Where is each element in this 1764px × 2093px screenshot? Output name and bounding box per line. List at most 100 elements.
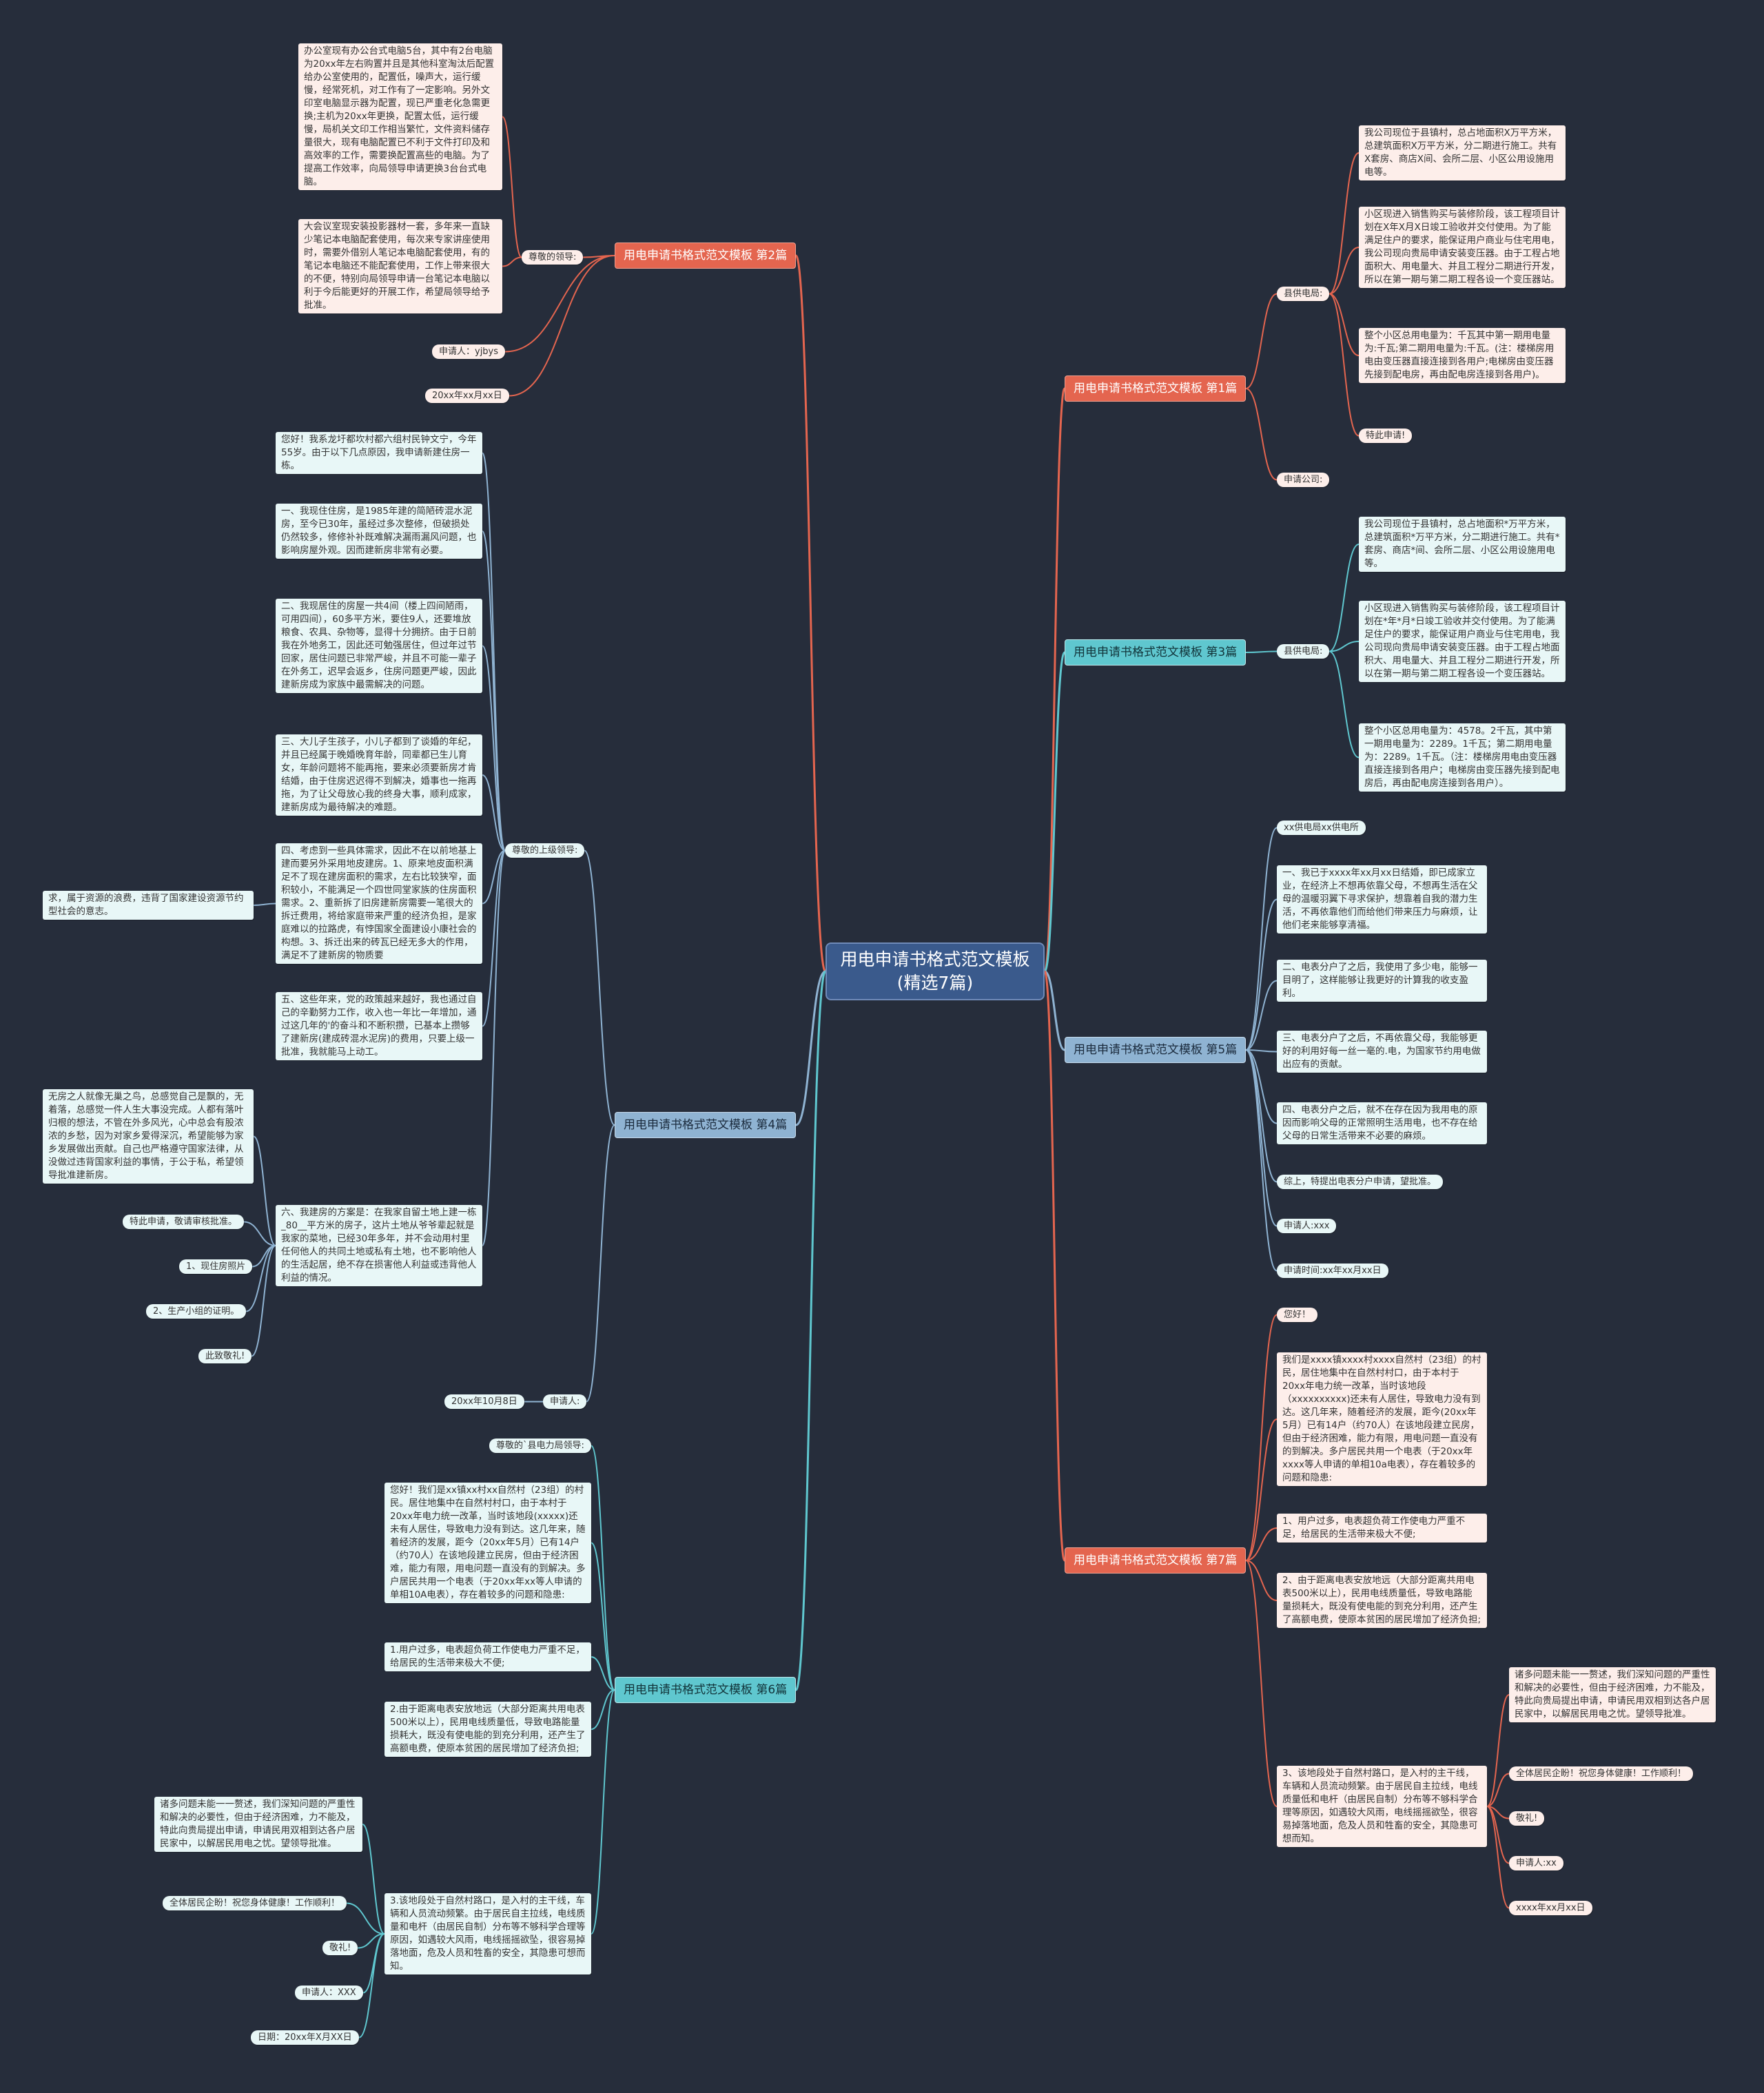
connector-b5t-b5s (1245, 827, 1278, 1051)
branch-1-paragraph-1[interactable]: 我公司现位于县镇村，总占地面积X万平方米，总建筑面积X万平方米，分二期进行施工。… (1359, 125, 1566, 181)
branch-2-paragraph-1[interactable]: 办公室现有办公台式电脑5台，其中有2台电脑为20xx年左右购置并且是其他科室淘汰… (298, 43, 502, 190)
branch-6-paragraph-5[interactable]: 诸多问题未能一一赘述，我们深知问题的严重性和解决的必要性，但由于经济困难，力不能… (154, 1797, 362, 1852)
branch-2-title[interactable]: 用电申请书格式范文模板 第2篇 (615, 243, 797, 269)
connector-b7t-b7g (1245, 1314, 1278, 1561)
branch-3-greeting[interactable]: 县供电局: (1277, 644, 1330, 659)
branch-6-paragraph-1[interactable]: 您好！我们是xx镇xx村xx自然村（23组）的村民。居住地集中在自然村村口，由于… (384, 1483, 591, 1603)
branch-3-title[interactable]: 用电申请书格式范文模板 第3篇 (1065, 639, 1247, 666)
branch-4-paragraph-5[interactable]: 四、考虑到一些具体需求，因此不在以前地基上建而要另外采用地皮建房。1、原来地皮面… (276, 843, 482, 964)
connector-b4p7-b4e3 (245, 1245, 276, 1312)
connector-b4g-b4p2 (482, 530, 506, 852)
branch-4-greeting[interactable]: 尊敬的上级领导: (505, 843, 585, 858)
branch-7-title[interactable]: 用电申请书格式范文模板 第7篇 (1065, 1547, 1247, 1574)
branch-3-paragraph-2[interactable]: 小区现进入销售购买与装修阶段，该工程项目计划在*年*月*日竣工验收并交付使用。为… (1359, 601, 1566, 682)
branch-7-closing-2[interactable]: 敬礼! (1509, 1811, 1545, 1826)
branch-4-paragraph-6[interactable]: 五、这些年来，党的政策越来越好，我也通过自己的辛勤努力工作，收入也一年比一年增加… (276, 992, 482, 1060)
branch-1-signature[interactable]: 申请公司: (1277, 473, 1330, 487)
connector-b3s-b3p1 (1329, 544, 1360, 652)
connector-b7p4-b7e4 (1486, 1806, 1510, 1909)
branch-4-paragraph-7[interactable]: 六、我建房的方案是：在我家自留土地上建一栋_80__平方米的房子，这片土地从爷爷… (276, 1205, 482, 1286)
connector-root-b3t (1043, 651, 1066, 973)
branch-4-closing-4[interactable]: 此致敬礼! (198, 1349, 252, 1363)
connector-b7t-b7p2 (1245, 1527, 1278, 1561)
branch-7-paragraph-4[interactable]: 3、该地段处于自然村路口，是入村的主干线，车辆和人员流动频繁。由于居民自主拉线，… (1277, 1766, 1487, 1847)
root-topic[interactable]: 用电申请书格式范文模板(精选7篇) (825, 942, 1045, 1000)
branch-5-date[interactable]: 申请时间:xx年xx月xx日 (1277, 1264, 1388, 1278)
branch-4-paragraph-3[interactable]: 二、我现居住的房屋一共4间（楼上四间陋雨，可用四间），60多平方米，要住9人，还… (276, 599, 482, 693)
branch-2-greeting[interactable]: 尊敬的领导: (522, 250, 584, 265)
branch-7-closing-1[interactable]: 全体居民企盼！祝您身体健康！工作顺利！ (1509, 1766, 1694, 1781)
connector-b4p7-b4e4 (251, 1245, 276, 1357)
branch-7-paragraph-3[interactable]: 2、由于距离电表安放地远（大部分距离共用电表500米以上），民用电线质量低，导致… (1277, 1573, 1487, 1628)
branch-3-paragraph-3[interactable]: 整个小区总用电量为：4578。2千瓦，其中第一期用电量为：2289。1千瓦；第二… (1359, 723, 1566, 792)
branch-1-greeting[interactable]: 县供电局: (1277, 287, 1330, 301)
branch-2-date[interactable]: 20xx年xx月xx日 (425, 389, 509, 403)
connector-root-b6t (794, 970, 827, 1691)
branch-6-paragraph-4[interactable]: 3.该地段处于自然村路口，是入村的主干线，车辆和人员流动频繁。由于居民自主拉线，… (384, 1893, 591, 1975)
connector-b4p5-b4p5t (253, 903, 276, 906)
branch-2-applicant[interactable]: 申请人：yjbys (432, 344, 506, 359)
connector-b5t-b5p5 (1245, 1049, 1278, 1183)
branch-5-paragraph-3[interactable]: 三、电表分户了之后，不再依靠父母，我能够更好的利用好每一丝一毫的.电，为国家节约… (1277, 1031, 1487, 1073)
branch-4-closing-1[interactable]: 特此申请，敬请审核批准。 (123, 1215, 245, 1229)
branch-1-title[interactable]: 用电申请书格式范文模板 第1篇 (1065, 375, 1247, 402)
branch-6-paragraph-2[interactable]: 1.用户过多，电表超负荷工作使电力严重不足，给居民的生活带来极大不便; (384, 1642, 591, 1671)
connector-b4p7-b4p7l (253, 1135, 276, 1246)
branch-6-closing-4[interactable]: 日期：20xx年X月XX日 (251, 2030, 359, 2045)
branch-6-paragraph-3[interactable]: 2.由于距离电表安放地远（大部分距离共用电表500米以上），民用电线质量低，导致… (384, 1702, 591, 1757)
branch-7-paragraph-1[interactable]: 我们是xxxx镇xxxx村xxxx自然村（23组）的村民，居住地集中在自然村村口… (1277, 1352, 1487, 1486)
branch-4-paragraph-7-note[interactable]: 无房之人就像无巢之鸟，总感觉自己是飘的，无着落，总感觉一件人生大事没完成。人都有… (43, 1089, 254, 1184)
branch-6-closing-1[interactable]: 全体居民企盼！祝您身体健康！工作顺利！ (163, 1896, 347, 1910)
branch-4-paragraph-1[interactable]: 您好！我系龙圩都坎村都六组村民钟文宁，今年55岁。由于以下几点原因，我申请新建住… (276, 432, 482, 474)
connector-b1t-b1s (1245, 293, 1278, 389)
connector-root-b2t (794, 254, 827, 973)
branch-5-greeting[interactable]: xx供电局xx供电所 (1277, 821, 1366, 835)
connector-b1s-b1p4 (1329, 293, 1360, 437)
branch-4-paragraph-4[interactable]: 三、大儿子生孩子，小儿子都到了谈婚的年纪，并且已经属于晚婚晚育年龄，同辈都已生儿… (276, 734, 482, 816)
connector-b2t-b2a (504, 255, 615, 353)
branch-4-title[interactable]: 用电申请书格式范文模板 第4篇 (615, 1112, 797, 1138)
connector-b1t-b1s2 (1245, 388, 1278, 481)
branch-1-paragraph-2[interactable]: 小区现进入销售购买与装修阶段，该工程项目计划在X年X月X日竣工验收并交付使用。为… (1359, 207, 1566, 288)
branch-4-paragraph-5-continued[interactable]: 求，属于资源的浪费，违背了国家建设资源节约型社会的意志。 (43, 891, 254, 920)
connector-b4g-b4p7 (482, 849, 506, 1246)
branch-1-paragraph-3[interactable]: 整个小区总用电量为：千瓦其中第一期用电量为:千瓦;第二期用电量为:千瓦。(注：楼… (1359, 328, 1566, 383)
connector-b3s-b3p3 (1329, 650, 1360, 759)
branch-5-title[interactable]: 用电申请书格式范文模板 第5篇 (1065, 1037, 1247, 1063)
connector-root-b7t (1043, 970, 1066, 1562)
branch-5-paragraph-4[interactable]: 四、电表分户之后，就不在存在因为我用电的原因而影响父母的正常照明生活用电，也不存… (1277, 1102, 1487, 1144)
connector-root-b4t (795, 970, 826, 1126)
branch-7-closing-4[interactable]: xxxx年xx月xx日 (1509, 1901, 1592, 1915)
branch-6-closing-3[interactable]: 申请人：XXX (295, 1986, 363, 2000)
connector-b5t-b5p7 (1245, 1049, 1278, 1272)
branch-5-paragraph-1[interactable]: 一、我已于xxxx年xx月xx日结婚，即已成家立业，在经济上不想再依靠父母，不想… (1277, 865, 1487, 934)
branch-1-paragraph-4[interactable]: 特此申请! (1359, 429, 1413, 443)
connector-b1s-b1p1 (1329, 152, 1360, 295)
connector-b2g-b2p1 (502, 116, 522, 258)
branch-2-paragraph-2[interactable]: 大会议室现安装投影器材一套，多年来一直缺少笔记本电脑配套使用，每次来专家讲座使用… (298, 219, 502, 313)
branch-7-closing-3[interactable]: 申请人:xx (1509, 1856, 1563, 1870)
connector-b1s-b1p2 (1329, 247, 1360, 295)
branch-4-date[interactable]: 20xx年10月8日 (444, 1394, 524, 1409)
branch-4-closing-3[interactable]: 2、生产小组的证明。 (146, 1304, 247, 1319)
branch-5-paragraph-5[interactable]: 综上，特提出电表分户申请，望批准。 (1277, 1175, 1444, 1189)
connector-b6p4-b6e4 (358, 1933, 385, 2039)
connector-b6p4-b6e1 (346, 1902, 385, 1935)
branch-7-paragraph-5[interactable]: 诸多问题未能一一赘述，我们深知问题的严重性和解决的必要性，但由于经济困难，力不能… (1509, 1667, 1716, 1722)
connector-b4g-b4p4 (482, 774, 506, 852)
branch-4-closing-2[interactable]: 1、现住房照片 (179, 1259, 253, 1274)
branch-6-closing-2[interactable]: 敬礼! (322, 1941, 358, 1955)
connector-b4t-b4g (584, 849, 615, 1126)
branch-6-title[interactable]: 用电申请书格式范文模板 第6篇 (615, 1677, 797, 1703)
branch-3-paragraph-1[interactable]: 我公司现位于县镇村，总占地面积*万平方米，总建筑面积*万平方米，分二期进行施工。… (1359, 517, 1566, 572)
branch-5-paragraph-2[interactable]: 二、电表分户了之后，我使用了多少电，能够一目明了，这样能够让我更好的计算我的收支… (1277, 960, 1487, 1002)
connector-b5t-b5p1 (1245, 898, 1278, 1051)
branch-7-paragraph-2[interactable]: 1、用户过多，电表超负荷工作使电力严重不足，给居民的生活带来极大不便; (1277, 1514, 1487, 1543)
branch-4-paragraph-2[interactable]: 一、我现住住房，是1985年建的简陋砖混水泥房，至今已30年，虽经过多次整修，但… (276, 504, 482, 559)
connector-b3t-b3s (1245, 650, 1278, 653)
branch-4-applicant[interactable]: 申请人: (543, 1394, 587, 1409)
branch-7-greeting[interactable]: 您好！ (1277, 1308, 1318, 1322)
branch-6-greeting[interactable]: 尊敬的`县电力局领导: (489, 1439, 591, 1453)
connector-b5t-b5p6 (1245, 1049, 1278, 1227)
branch-5-applicant[interactable]: 申请人:xxx (1277, 1219, 1337, 1233)
